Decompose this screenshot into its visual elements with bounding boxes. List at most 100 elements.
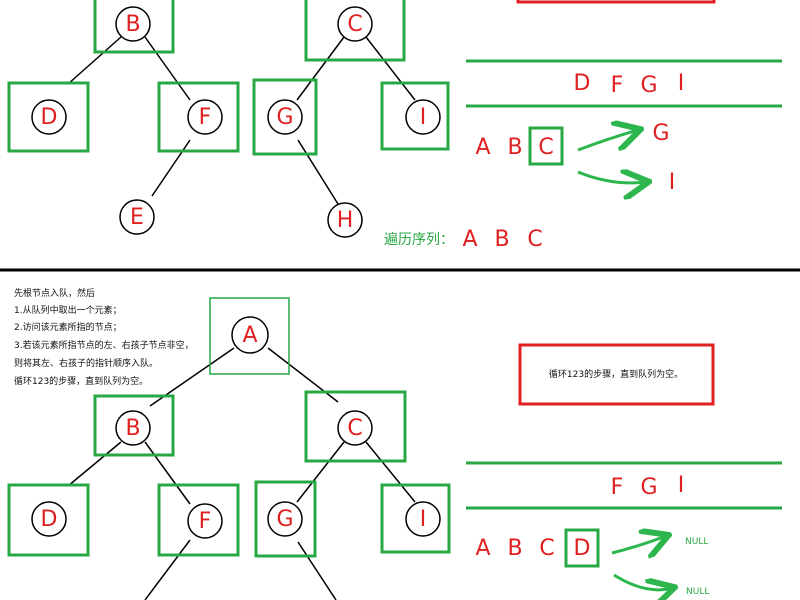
queue-item: I — [678, 71, 685, 96]
node-c-top: C — [337, 6, 373, 42]
box-f — [157, 483, 240, 557]
node-label: D — [41, 507, 58, 532]
node-label: F — [199, 105, 212, 130]
arrow-right-down — [577, 172, 646, 183]
edge-c-g — [296, 36, 345, 101]
edge-g-h — [297, 541, 337, 600]
current-box — [564, 528, 600, 568]
node-label: G — [276, 105, 293, 130]
current-box — [528, 126, 564, 166]
node-label: F — [199, 509, 212, 534]
top-tree: B C D F G I E H — [7, 0, 450, 238]
box-b-top — [93, 0, 175, 54]
processed-item: A — [475, 536, 490, 561]
box-a — [209, 297, 290, 375]
edge-c-g — [296, 441, 345, 503]
box-d-top — [7, 81, 90, 153]
node-label: B — [125, 416, 140, 441]
arrow-right-up — [611, 536, 666, 553]
node-g-top: G — [267, 99, 303, 135]
child-null: NULL — [685, 537, 708, 547]
processed-item: B — [507, 135, 522, 160]
node-label: D — [41, 105, 58, 130]
traversal-item: B — [494, 227, 509, 252]
note-text: 循环123的步骤，直到队列为空。 — [549, 368, 683, 380]
node-label: A — [242, 323, 257, 348]
queue-item: G — [640, 73, 657, 98]
edge-g-h — [297, 139, 339, 205]
node-label: I — [420, 507, 427, 532]
edge-b-d — [67, 36, 122, 85]
child-null: NULL — [686, 587, 709, 597]
arrow-right-down — [613, 573, 672, 590]
processed-item: A — [475, 135, 490, 160]
step-line: 1.从队列中取出一个元素； — [14, 304, 122, 316]
edge-a-c — [267, 347, 339, 403]
node-label: I — [420, 105, 427, 130]
box-g — [254, 480, 317, 558]
box-g-top — [252, 78, 318, 156]
node-d-top: D — [31, 99, 67, 135]
step-line: 3.若该元素所指节点的左、右孩子节点非空， — [14, 339, 194, 351]
node-b: B — [115, 410, 151, 446]
top-queue-area: D F G I A B C G I 遍历序列： A B C — [384, 0, 782, 252]
node-h-top: H — [327, 202, 363, 238]
processed-item: C — [539, 536, 554, 561]
box-d — [7, 483, 90, 557]
note-box-top — [516, 0, 716, 4]
queue-item: F — [611, 475, 624, 500]
node-i: I — [405, 501, 441, 537]
node-b-top: B — [115, 6, 151, 42]
queue-item: I — [678, 473, 685, 498]
node-f-top: F — [187, 99, 223, 135]
step-line: 先根节点入队，然后 — [14, 287, 95, 299]
box-i-top — [380, 81, 450, 151]
node-a: A — [231, 316, 269, 354]
bottom-tree: A B C D F G I — [7, 297, 451, 600]
box-b — [93, 394, 175, 457]
arrow-right-up — [577, 130, 638, 152]
box-c — [304, 390, 407, 463]
node-label: H — [337, 208, 354, 233]
node-g: G — [267, 501, 303, 537]
current-item: C — [538, 135, 553, 160]
traversal-item: C — [527, 227, 542, 252]
edge-c-i — [365, 36, 416, 101]
step-line: 则将其左、右孩子的指针顺序入队。 — [14, 357, 158, 369]
edge-b-f — [144, 36, 191, 101]
node-d: D — [31, 501, 67, 537]
queue-item: D — [574, 71, 591, 96]
note-box — [518, 343, 715, 406]
processed-item: B — [507, 536, 522, 561]
child-item: G — [652, 121, 669, 146]
current-item: D — [574, 536, 591, 561]
step-line: 2.访问该元素所指的节点； — [14, 321, 122, 333]
edge-b-f — [144, 441, 191, 505]
traversal-item: A — [462, 227, 477, 252]
node-label: G — [276, 507, 293, 532]
step-line: 循环123的步骤，直到队列为空。 — [14, 375, 148, 387]
edge-f-e — [144, 539, 191, 600]
box-c-top — [304, 0, 406, 62]
node-label: C — [347, 12, 362, 37]
child-item: I — [669, 170, 676, 195]
node-f: F — [187, 503, 223, 539]
node-label: E — [130, 205, 144, 230]
node-label: B — [125, 12, 140, 37]
node-c: C — [337, 410, 373, 446]
steps-text: 先根节点入队，然后 1.从队列中取出一个元素； 2.访问该元素所指的节点； 3.… — [14, 287, 194, 387]
box-i — [380, 483, 451, 554]
edge-c-i — [365, 441, 416, 503]
edge-f-e — [151, 139, 191, 197]
queue-item: G — [640, 475, 657, 500]
box-f-top — [157, 81, 240, 153]
bottom-queue-area: 循环123的步骤，直到队列为空。 F G I A B C D NULL NULL — [466, 343, 782, 597]
edge-b-d — [67, 441, 122, 487]
node-e-top: E — [119, 199, 155, 235]
node-i-top: I — [405, 99, 441, 135]
node-label: C — [347, 416, 362, 441]
traversal-label: 遍历序列： — [384, 232, 454, 248]
queue-item: F — [611, 73, 624, 98]
